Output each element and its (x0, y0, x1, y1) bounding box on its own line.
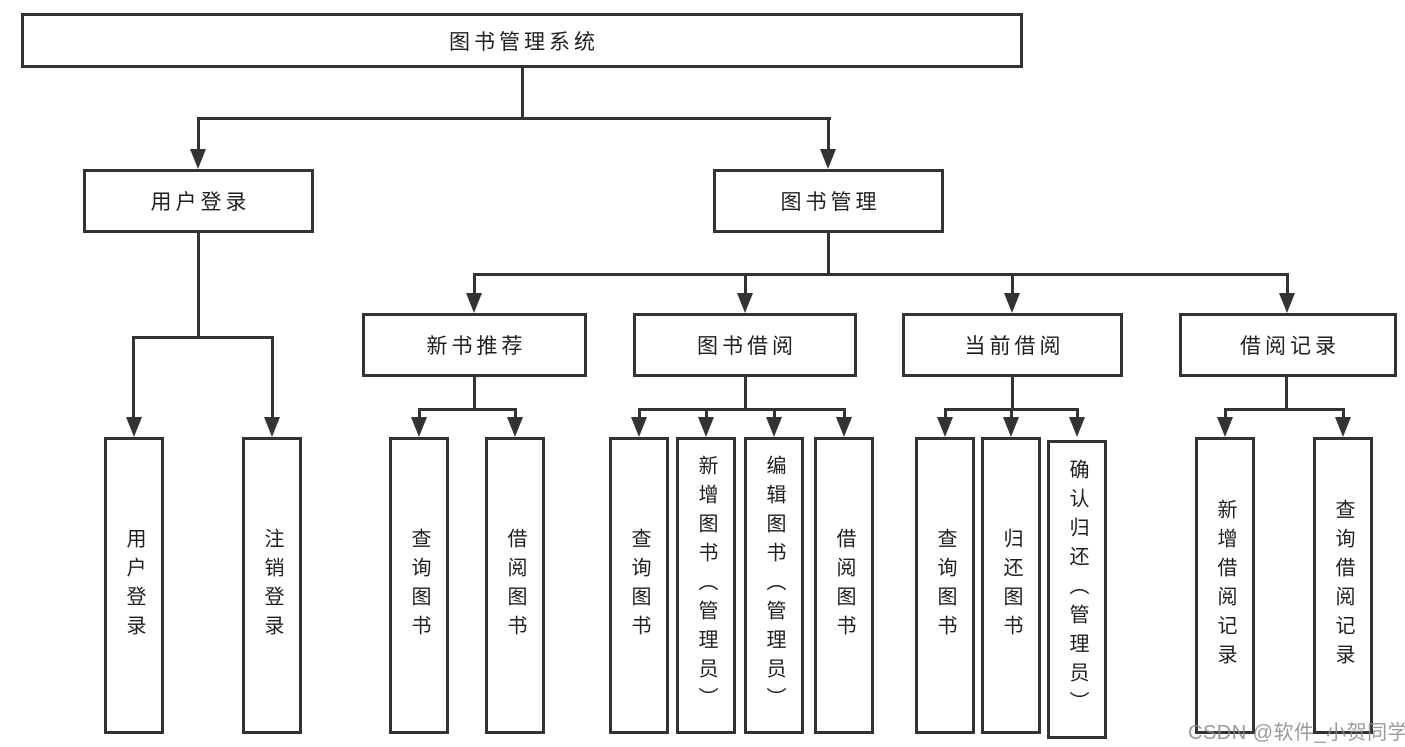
node-label: 确认归还（管理员） (1066, 459, 1088, 720)
node-root-library-system: 图书管理系统 (21, 13, 1023, 68)
connector-line (473, 273, 1289, 276)
arrowhead-down-icon (1003, 417, 1019, 437)
connector-line (1285, 377, 1288, 408)
connector-line (827, 117, 830, 150)
node-label: 借阅记录 (1240, 335, 1340, 358)
node-label: 注销登录 (261, 527, 283, 644)
connector-line (521, 68, 524, 117)
node-label: 用户登录 (123, 527, 145, 644)
connector-line (1011, 273, 1014, 294)
connector-line (944, 408, 947, 418)
arrowhead-down-icon (507, 417, 523, 437)
connector-line (638, 408, 641, 418)
arrowhead-down-icon (820, 149, 836, 169)
node-add-books-admin: 新增图书（管理员） (676, 437, 736, 734)
connector-line (1286, 273, 1289, 294)
connector-line (1076, 408, 1079, 418)
node-label: 借阅图书 (833, 527, 855, 644)
connector-line (132, 336, 135, 418)
arrowhead-down-icon (190, 149, 206, 169)
arrowhead-down-icon (411, 417, 427, 437)
connector-line (197, 117, 831, 120)
connector-line (1010, 408, 1013, 418)
connector-line (638, 408, 846, 411)
node-label: 新增借阅记录 (1214, 498, 1236, 673)
node-borrow-query-books: 查询图书 (609, 437, 669, 734)
node-current-query-books: 查询图书 (915, 437, 975, 734)
node-label: 借阅图书 (504, 527, 526, 644)
connector-line (473, 377, 476, 408)
connector-line (1224, 408, 1345, 411)
node-recommend-borrow-books: 借阅图书 (485, 437, 545, 734)
node-add-borrow-record: 新增借阅记录 (1195, 437, 1255, 734)
connector-line (744, 377, 747, 408)
node-label: 归还图书 (1000, 527, 1022, 644)
node-label: 图书管理系统 (449, 30, 599, 54)
node-query-borrow-record: 查询借阅记录 (1313, 437, 1373, 734)
node-confirm-return-admin: 确认归还（管理员） (1047, 440, 1107, 739)
arrowhead-down-icon (766, 417, 782, 437)
arrowhead-down-icon (737, 293, 753, 313)
node-book-management: 图书管理 (713, 169, 944, 233)
node-label: 查询图书 (934, 527, 956, 644)
node-label: 新增图书（管理员） (695, 455, 717, 716)
node-current-borrow: 当前借阅 (902, 313, 1123, 377)
node-user-login: 用户登录 (104, 437, 164, 734)
connector-line (827, 233, 830, 273)
connector-line (1342, 408, 1345, 418)
connector-line (197, 117, 200, 150)
arrowhead-down-icon (1004, 293, 1020, 313)
connector-line (473, 273, 476, 294)
connector-line (514, 408, 517, 418)
arrowhead-down-icon (698, 417, 714, 437)
node-label: 查询借阅记录 (1332, 498, 1354, 673)
node-label: 编辑图书（管理员） (763, 455, 785, 716)
arrowhead-down-icon (836, 417, 852, 437)
node-book-borrow: 图书借阅 (633, 313, 857, 377)
node-label: 图书管理 (780, 191, 881, 214)
node-borrow-books: 借阅图书 (814, 437, 874, 734)
arrowhead-down-icon (1279, 293, 1295, 313)
node-logout-login: 注销登录 (242, 437, 302, 734)
arrowhead-down-icon (126, 417, 142, 437)
node-label: 当前借阅 (964, 335, 1065, 358)
node-label: 用户登录 (150, 191, 251, 214)
arrowhead-down-icon (1069, 417, 1085, 437)
arrowhead-down-icon (466, 293, 482, 313)
node-recommend-query-books: 查询图书 (389, 437, 449, 734)
node-borrow-records: 借阅记录 (1179, 313, 1397, 377)
node-user-login-group: 用户登录 (83, 169, 314, 233)
arrowhead-down-icon (264, 417, 280, 437)
connector-line (843, 408, 846, 418)
connector-line (1011, 377, 1014, 408)
connector-line (418, 408, 517, 411)
node-edit-books-admin: 编辑图书（管理员） (744, 437, 804, 734)
node-new-book-recommend: 新书推荐 (362, 313, 587, 377)
node-label: 图书借阅 (697, 335, 797, 358)
connector-line (1224, 408, 1227, 418)
connector-line (744, 273, 747, 294)
arrowhead-down-icon (1335, 417, 1351, 437)
connector-line (271, 336, 274, 418)
watermark: CSDN @软件_小贺同学 (1188, 722, 1405, 744)
connector-line (132, 336, 274, 339)
arrowhead-down-icon (1217, 417, 1233, 437)
connector-line (773, 408, 776, 418)
connector-line (705, 408, 708, 418)
node-label: 查询图书 (408, 527, 430, 644)
node-return-books: 归还图书 (981, 437, 1041, 734)
node-label: 新书推荐 (426, 335, 527, 358)
arrowhead-down-icon (631, 417, 647, 437)
arrowhead-down-icon (937, 417, 953, 437)
node-label: 查询图书 (628, 527, 650, 644)
connector-line (197, 233, 200, 336)
connector-line (418, 408, 421, 418)
